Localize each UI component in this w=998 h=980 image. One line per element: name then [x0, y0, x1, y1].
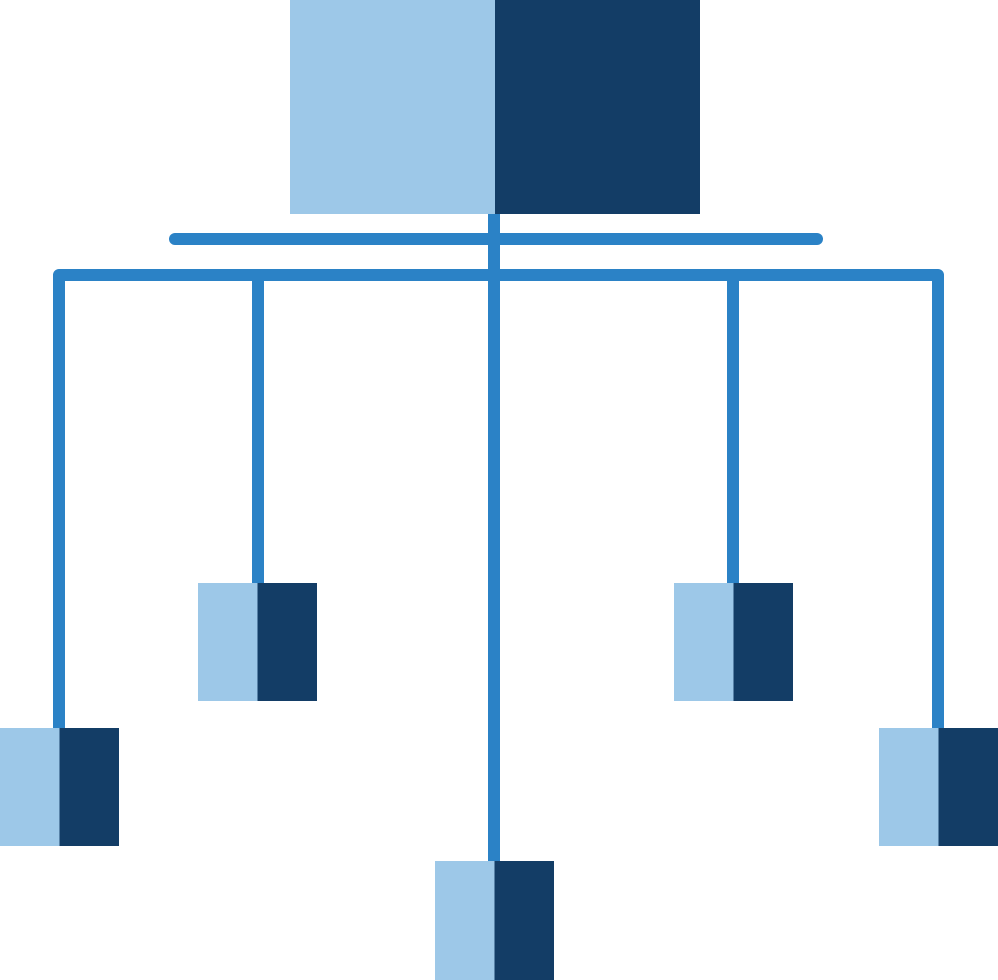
child-inner-left-node-dark-half: [257, 583, 317, 701]
child-far-left-node-light-half: [0, 728, 60, 846]
child-inner-right-node-dark-half: [733, 583, 793, 701]
child-far-left-node-dark-half: [59, 728, 119, 846]
child-inner-right-node-light-half: [674, 583, 734, 701]
child-center-node-dark-half: [494, 861, 554, 980]
child-far-right-node-dark-half: [938, 728, 998, 846]
root-node-light-half: [290, 0, 496, 214]
child-far-right-node-light-half: [879, 728, 939, 846]
root-node-dark-half: [495, 0, 700, 214]
bus-connector: [53, 269, 944, 730]
child-inner-left-node-light-half: [198, 583, 258, 701]
child-center-node-light-half: [435, 861, 495, 980]
